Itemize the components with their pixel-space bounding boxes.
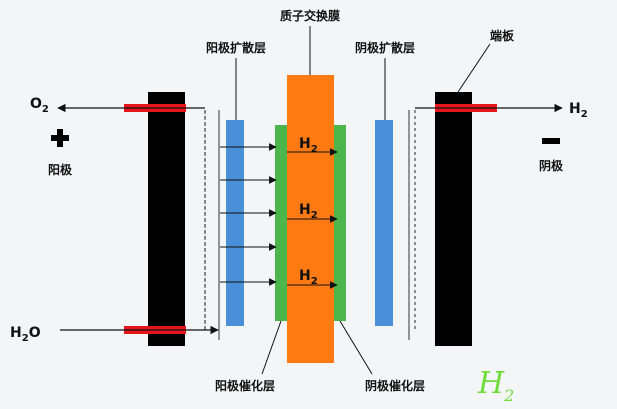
h2-outlet-label: H2 [569, 101, 588, 120]
right-end-plate [435, 92, 472, 346]
pem-label: 质子交换膜 [280, 8, 340, 23]
anode-gdl-label: 阳极扩散层 [206, 40, 266, 55]
membrane-h2-label-2: H2 [299, 202, 318, 221]
cathode-gdl-label: 阴极扩散层 [355, 40, 415, 55]
anode-catalyst-label: 阳极催化层 [215, 378, 275, 393]
plus-icon [51, 129, 69, 147]
cathode-catalyst-layer [334, 125, 346, 321]
cathode-cl-leader-line [339, 320, 373, 375]
anode-label: 阳极 [48, 162, 73, 177]
membrane-h2-label-1: H2 [299, 136, 318, 155]
watermark-h2: H2 [477, 366, 514, 405]
left-end-plate [148, 92, 185, 346]
membrane-h2-label-3: H2 [299, 268, 318, 287]
o2-label: O2 [30, 96, 49, 115]
cathode-label: 阴极 [539, 158, 564, 173]
cathode-catalyst-label: 阴极催化层 [365, 378, 425, 393]
anode-catalyst-layer [275, 125, 287, 321]
anode-cl-leader-line [261, 320, 282, 375]
cathode-diffusion-layer [375, 120, 393, 326]
minus-icon [542, 138, 560, 144]
h2o-label: H2O [10, 325, 41, 344]
end-plate-label: 端板 [490, 28, 515, 43]
end-plate-leader-line [457, 43, 491, 93]
anode-diffusion-layer [226, 120, 244, 326]
